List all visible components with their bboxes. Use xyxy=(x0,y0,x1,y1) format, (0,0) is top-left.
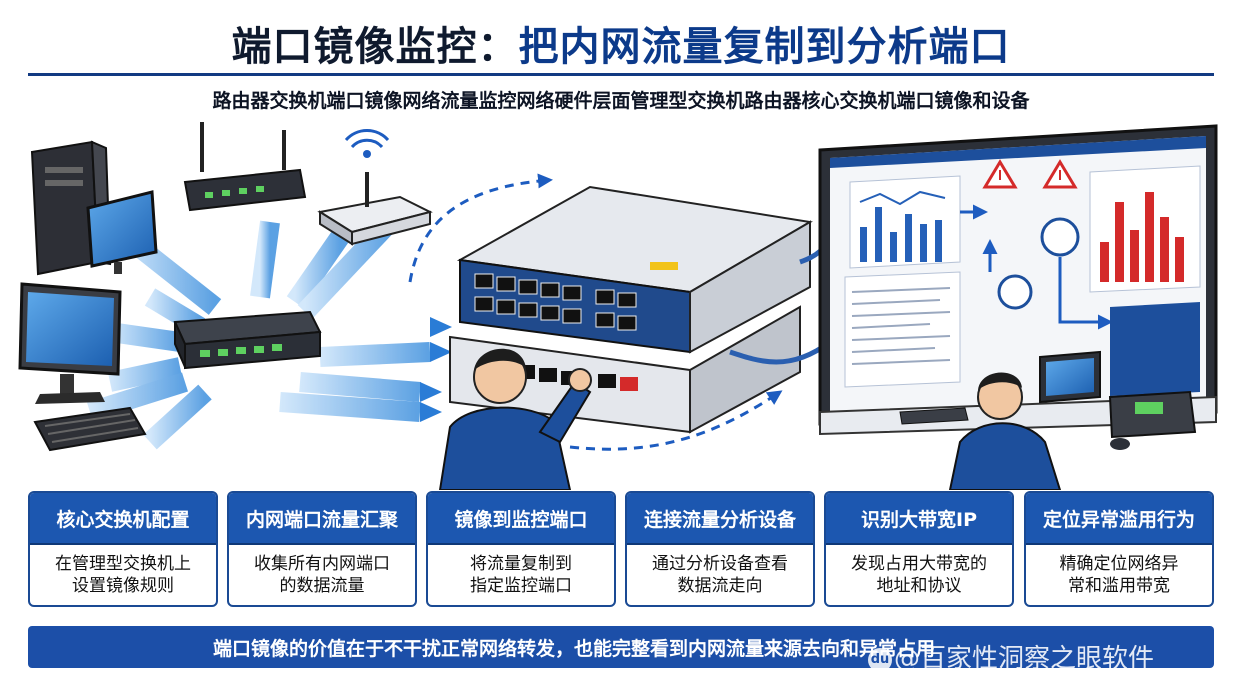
step-card-port-aggregation: 内网端口流量汇聚 收集所有内网端口的数据流量 xyxy=(227,491,417,607)
step-card-desc-line: 数据流走向 xyxy=(677,576,763,596)
access-switch-icon xyxy=(173,310,322,370)
step-card-desc-line: 收集所有内网端口 xyxy=(254,554,390,574)
step-card-title: 定位异常滥用行为 xyxy=(1026,493,1212,545)
watermark: du@百家性洞察之眼软件 xyxy=(868,638,1154,675)
step-card-title: 核心交换机配置 xyxy=(30,493,216,545)
step-card-desc-line: 常和滥用带宽 xyxy=(1068,576,1170,596)
step-card-description: 通过分析设备查看数据流走向 xyxy=(627,545,813,605)
title-part-1: 端口镜像监控： xyxy=(231,24,519,70)
step-card-connect-analyzer: 连接流量分析设备 通过分析设备查看数据流走向 xyxy=(625,491,815,607)
step-card-desc-line: 通过分析设备查看 xyxy=(652,554,788,574)
step-card-locate-abuse: 定位异常滥用行为 精确定位网络异常和滥用带宽 xyxy=(1024,491,1214,607)
watermark-text: @百家性洞察之眼软件 xyxy=(894,644,1155,674)
step-card-title: 识别大带宽IP xyxy=(826,493,1012,545)
summary-banner: 端口镜像的价值在于不干扰正常网络转发，也能完整看到内网流量来源去向和异常占用 xyxy=(28,626,1214,668)
step-card-mirror-to-monitor-port: 镜像到监控端口 将流量复制到指定监控端口 xyxy=(426,491,616,607)
step-card-desc-line: 在管理型交换机上 xyxy=(55,554,191,574)
title-divider xyxy=(28,73,1214,76)
step-card-desc-line: 将流量复制到 xyxy=(470,554,572,574)
network-illustration xyxy=(18,122,1218,490)
desktop-pc-icon xyxy=(30,140,158,276)
traffic-flow-arrows xyxy=(86,215,431,450)
analyst-figure xyxy=(819,350,1217,490)
step-card-core-switch-config: 核心交换机配置 在管理型交换机上设置镜像规则 xyxy=(28,491,218,607)
step-card-identify-bandwidth-ip: 识别大带宽IP 发现占用大带宽的地址和协议 xyxy=(824,491,1014,607)
step-card-description: 精确定位网络异常和滥用带宽 xyxy=(1026,545,1212,605)
step-card-description: 收集所有内网端口的数据流量 xyxy=(229,545,415,605)
wireless-access-point-icon xyxy=(317,129,433,246)
technician-figure xyxy=(438,348,592,490)
subtitle: 路由器交换机端口镜像网络流量监控网络硬件层面管理型交换机路由器核心交换机端口镜像… xyxy=(212,90,1030,112)
step-card-description: 在管理型交换机上设置镜像规则 xyxy=(30,545,216,605)
step-card-desc-line: 精确定位网络异 xyxy=(1059,554,1179,574)
step-card-title: 连接流量分析设备 xyxy=(627,493,813,545)
workstation-monitor-icon xyxy=(18,282,147,452)
router-icon xyxy=(183,122,307,212)
analysis-monitor-icon xyxy=(818,124,1218,426)
page-title: 端口镜像监控：把内网流量复制到分析端口 xyxy=(0,14,1242,72)
mirror-dashed-arrow-top xyxy=(408,173,553,283)
step-card-description: 将流量复制到指定监控端口 xyxy=(428,545,614,605)
step-card-desc-line: 设置镜像规则 xyxy=(72,576,174,596)
step-card-desc-line: 的数据流量 xyxy=(279,576,365,596)
step-card-description: 发现占用大带宽的地址和协议 xyxy=(826,545,1012,605)
flow-arrowheads xyxy=(420,317,452,422)
step-card-title: 内网端口流量汇聚 xyxy=(229,493,415,545)
watermark-logo-icon: du xyxy=(868,647,892,672)
step-card-desc-line: 指定监控端口 xyxy=(470,576,572,596)
title-part-2: 把内网流量复制到分析端口 xyxy=(518,24,1011,70)
summary-banner-text: 端口镜像的价值在于不干扰正常网络转发，也能完整看到内网流量来源去向和异常占用 xyxy=(213,637,936,660)
step-card-desc-line: 地址和协议 xyxy=(876,576,962,596)
step-card-desc-line: 发现占用大带宽的 xyxy=(851,554,987,574)
mirror-dashed-arrow-bottom xyxy=(569,390,783,451)
step-card-title: 镜像到监控端口 xyxy=(428,493,614,545)
